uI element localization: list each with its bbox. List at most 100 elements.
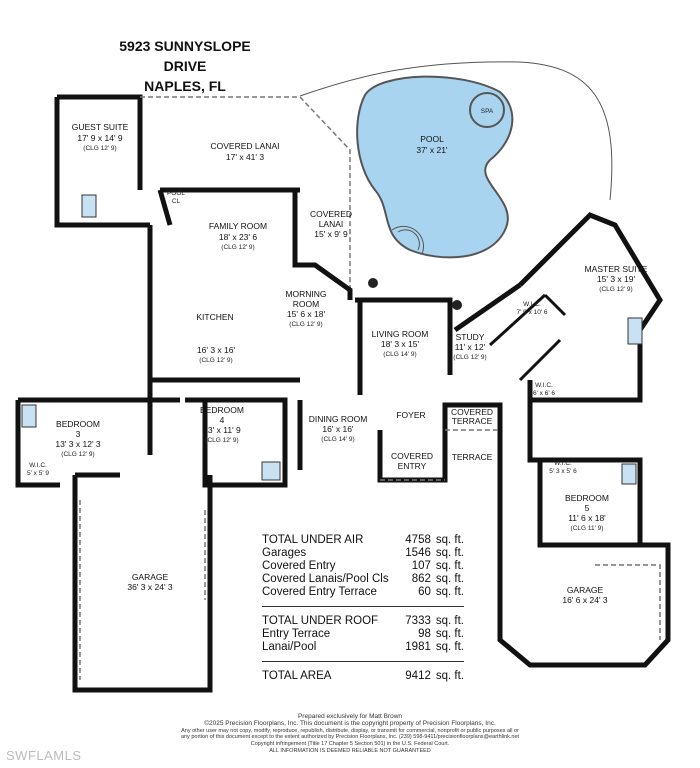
room-wic-bed3: W.I.C. 5' x 5' 9 (27, 462, 49, 477)
wall (15, 397, 288, 488)
area-label: Covered Lanais/Pool Cls (262, 573, 389, 585)
room-name: MASTER SUITE (585, 264, 648, 274)
room-dims: 18' x 23' 6 (219, 232, 257, 242)
palm-icon (368, 278, 378, 288)
room-dims: 37' x 21' (416, 145, 448, 155)
room-dims: 13' x 11' 9 (203, 425, 241, 435)
copyright-footer: Prepared exclusively for Matt Brown ©202… (180, 713, 520, 755)
room-ceiling: (CLG 12' 9) (453, 354, 486, 361)
room-name: 3 (76, 429, 81, 439)
room-pool-closet: POOL CL (167, 190, 185, 205)
room-name: ENTRY (398, 461, 427, 471)
room-bedroom-5: BEDROOM 5 11' 6 x 18' (CLG 11' 9) (565, 493, 609, 532)
legal-line: any portion of this document except to t… (180, 734, 520, 741)
room-dims: 36' 3 x 24' 3 (127, 582, 173, 592)
area-value: 9412 (405, 670, 431, 682)
entry-columns (380, 429, 500, 481)
area-unit: sq. ft. (435, 560, 464, 572)
garage-doors (79, 500, 206, 680)
room-family-room: FAMILY ROOM 18' x 23' 6 (CLG 12' 9) (209, 221, 267, 251)
area-value: 7333 (405, 615, 431, 627)
room-name: POOL (167, 190, 185, 197)
room-ceiling: (CLG 11' 9) (571, 525, 604, 532)
master-shower (627, 317, 643, 345)
mls-watermark: SWFLAMLS (6, 748, 82, 763)
room-name: COVERED (310, 209, 352, 219)
area-value: 862 (411, 573, 431, 585)
prepared-for: Prepared exclusively for Matt Brown (297, 713, 403, 720)
room-name: FAMILY ROOM (209, 221, 267, 231)
city-line: NAPLES, FL (144, 78, 226, 94)
room-wic-master-1: W.I.C. 7' 9 x 10' 6 (516, 301, 547, 316)
wall (297, 400, 503, 520)
spa (469, 92, 505, 128)
room-bedroom-4: BEDROOM 4 13' x 11' 9 (CLG 12' 9) (200, 405, 244, 444)
bed5-shower (621, 463, 637, 485)
room-name: ROOM (293, 299, 319, 309)
area-label: Lanai/Pool (262, 641, 317, 653)
room-ceiling: (CLG 14' 9) (321, 436, 354, 443)
divider (262, 606, 464, 607)
area-unit: sq. ft. (435, 670, 464, 682)
room-covered-lanai: COVERED LANAI 17' x 41' 3 (211, 141, 280, 162)
room-pool: POOL 37' x 21' SPA (416, 108, 493, 155)
room-morning-room: MORNING ROOM 15' 6 x 18' (CLG 12' 9) (285, 289, 326, 328)
room-name: 5 (585, 503, 590, 513)
area-unit: sq. ft. (435, 641, 464, 653)
room-wic-bed5: W.I.C. 5' 3 x 5' 6 (549, 460, 577, 475)
area-unit: sq. ft. (435, 534, 464, 546)
wall (355, 212, 663, 403)
room-ceiling: (CLG 12' 9) (83, 145, 116, 152)
wall (488, 293, 567, 382)
room-name: W.I.C. (29, 462, 47, 469)
area-value: 1546 (405, 547, 431, 559)
room-dims: 5' 3 x 5' 6 (549, 468, 577, 475)
room-covered-terrace: COVERED TERRACE (451, 407, 493, 426)
room-guest-suite: GUEST SUITE 17' 9 x 14' 9 (CLG 12' 9) (72, 122, 129, 152)
room-name: BEDROOM (200, 405, 244, 415)
room-ceiling: (CLG 12' 9) (61, 451, 94, 458)
room-covered-entry: COVERED ENTRY (391, 451, 433, 471)
room-name: COVERED LANAI (211, 141, 280, 151)
lanai-outline (140, 96, 351, 290)
area-label: Entry Terrace (262, 628, 331, 640)
palm-icon (452, 300, 462, 310)
room-terrace: TERRACE (452, 452, 493, 462)
room-name: COVERED (391, 451, 433, 461)
lot-boundary (299, 61, 613, 201)
legal-line: Copyright infringement (Title 17 Chapter… (250, 741, 450, 748)
room-ceiling: (CLG 12' 9) (199, 357, 232, 364)
area-value: 60 (418, 586, 431, 598)
room-name: POOL (420, 134, 444, 144)
area-unit: sq. ft. (435, 586, 464, 598)
room-garage-right: GARAGE 16' 6 x 24' 3 (562, 585, 608, 605)
room-dims: 7' 9 x 10' 6 (516, 309, 547, 316)
room-ceiling: (CLG 12' 9) (599, 286, 632, 293)
area-label: TOTAL UNDER AIR (262, 534, 364, 546)
room-bedroom-3: BEDROOM 3 13' 3 x 12' 3 (CLG 12' 9) (55, 419, 101, 458)
area-unit: sq. ft. (435, 628, 464, 640)
room-name: BEDROOM (565, 493, 609, 503)
disclaimer-line: ALL INFORMATION IS DEEMED RELIABLE NOT G… (269, 747, 431, 754)
wall (497, 400, 671, 668)
room-name: GARAGE (132, 572, 169, 582)
property-title: 5923 SUNNYSLOPE DRIVE NAPLES, FL (100, 36, 270, 96)
room-ceiling: (CLG 12' 9) (205, 437, 238, 444)
room-name: STUDY (456, 332, 485, 342)
divider (262, 661, 464, 662)
room-ceiling: (CLG 14' 9) (383, 351, 416, 358)
address-line: 5923 SUNNYSLOPE DRIVE (119, 38, 251, 74)
room-name: GARAGE (567, 585, 604, 595)
room-dims: 16' 6 x 24' 3 (562, 595, 608, 605)
room-name: W.I.C. (554, 460, 572, 467)
room-wic-master-2: W.I.C. 6' x 6' 6 (533, 382, 555, 397)
pool-steps (391, 225, 425, 255)
room-kitchen: KITCHEN 16' 3 x 16' (CLG 12' 9) (196, 312, 235, 364)
wall (54, 94, 150, 228)
legal-line: Any other user may not copy, modify, rep… (181, 727, 519, 734)
